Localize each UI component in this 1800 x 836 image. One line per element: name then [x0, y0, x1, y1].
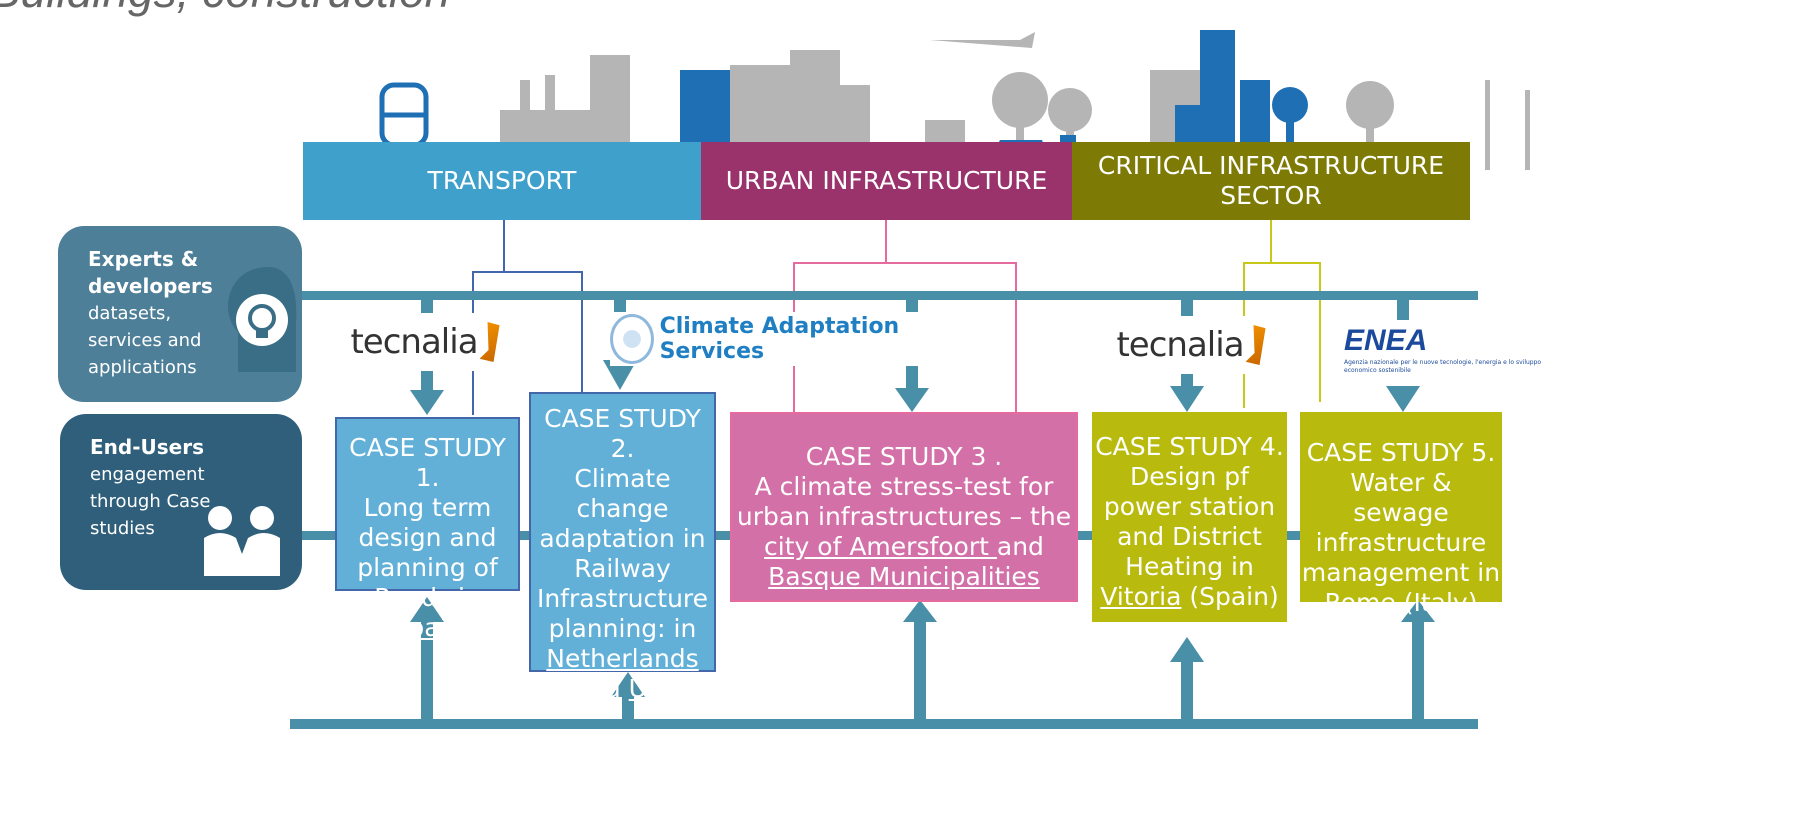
case-study-5: CASE STUDY 5. Water & sewage infrastruct… [1300, 412, 1502, 617]
case-study-3-line: city of Amersfoort and [737, 532, 1071, 562]
endusers-line-2: through Case [90, 491, 211, 512]
case-study-4-text: (Spain) [1181, 582, 1279, 611]
case-study-5-link-rome[interactable]: Rome [1324, 588, 1396, 617]
case-study-3-line: urban infrastructures – the [736, 502, 1072, 531]
case-study-5-line: Rome (Italy) [1300, 588, 1502, 618]
cas-logo-text: Climate Adaptation Services [659, 314, 900, 364]
tecnalia-mark-icon [1245, 325, 1266, 365]
experts-line-1: datasets, [88, 303, 172, 324]
case-study-4-line: Heating in [1125, 552, 1254, 581]
case-study-1-link-spain[interactable]: Spain [392, 613, 463, 642]
case-study-1-line: design and [358, 523, 497, 552]
case-study-4-line: and District [1117, 522, 1262, 551]
case-study-2-line: planning: in [548, 614, 697, 643]
case-study-2-line: Infrastructure [536, 584, 709, 613]
tecnalia-logo-text-1: tecnalia [350, 322, 478, 362]
sector-urban-infrastructure: URBAN INFRASTRUCTURE [701, 142, 1072, 220]
handshake-people-icon [204, 506, 280, 576]
experts-title-2: developers [88, 274, 213, 298]
sector-transport: TRANSPORT [303, 142, 701, 220]
sector-critical-infrastructure: CRITICAL INFRASTRUCTURE SECTOR [1072, 142, 1470, 220]
case-study-5-text: (Italy) [1395, 588, 1478, 617]
case-study-1-text: Roads in [374, 583, 481, 612]
enea-logo-text: ENEA [1344, 324, 1428, 357]
case-study-1-line: Roads in Spain [337, 583, 518, 643]
case-study-5-line: Water & sewage [1350, 468, 1452, 527]
case-study-2: CASE STUDY 2. Climate change adaptation … [529, 392, 716, 703]
case-study-5-title: CASE STUDY 5. [1306, 438, 1496, 467]
end-users-box: End-Users engagement through Case studie… [60, 414, 302, 590]
climate-adaptation-services-logo: Climate Adaptation Services [610, 312, 960, 366]
globe-icon [610, 314, 654, 364]
experts-developers-box: Experts & developers datasets, services … [58, 226, 302, 402]
lightbulb-head-icon [228, 267, 297, 372]
endusers-line-1: engagement [90, 464, 205, 485]
case-study-5-line: infrastructure [1315, 528, 1487, 557]
case-study-4-line: power station [1103, 492, 1276, 521]
experts-line-3: applications [88, 357, 197, 378]
case-study-2-link-netherlands[interactable]: Netherlands [546, 644, 699, 673]
case-study-3: CASE STUDY 3 . A climate stress-test for… [730, 412, 1078, 602]
case-study-2-line: and UK. [531, 674, 714, 704]
case-study-1-line: planning of [357, 553, 498, 582]
page-heading: Buildings, construction [0, 0, 450, 18]
endusers-title: End-Users [90, 435, 204, 459]
case-study-5-line: management in [1301, 558, 1501, 587]
case-study-2-line: adaptation in [539, 524, 706, 553]
case-study-2-line: change [576, 494, 669, 523]
enea-logo-subtext: Agenzia nazionale per le nuove tecnologi… [1344, 359, 1542, 374]
case-study-3-title: CASE STUDY 3 . [805, 442, 1003, 471]
case-study-4-link-vitoria[interactable]: Vitoria [1100, 582, 1182, 611]
case-study-4-line: Design pf [1130, 462, 1249, 491]
case-study-2-line: Railway [574, 554, 671, 583]
case-study-1-line: Long term [363, 493, 492, 522]
case-study-4: CASE STUDY 4. Design pf power station an… [1092, 412, 1287, 622]
case-study-4-line: Vitoria (Spain) [1095, 582, 1284, 612]
case-study-2-title: CASE STUDY 2. [544, 404, 701, 463]
case-study-2-text: and [573, 674, 629, 703]
experts-title: Experts & [88, 247, 199, 271]
case-study-3-line: A climate stress-test for [754, 472, 1054, 501]
enea-logo: ENEA Agenzia nazionale per le nuove tecn… [1336, 320, 1572, 386]
experts-line-2: services and [88, 330, 202, 351]
case-study-3-link-amersfoort[interactable]: city of Amersfoort [764, 532, 997, 561]
case-study-3-text: and [996, 532, 1044, 561]
tecnalia-mark-icon [479, 322, 500, 362]
case-study-3-link-basque[interactable]: Basque Municipalities [768, 562, 1040, 591]
tecnalia-logo-1: tecnalia [348, 313, 502, 371]
tecnalia-logo-2: tecnalia [1114, 316, 1268, 374]
case-study-1-title: CASE STUDY 1. [349, 433, 506, 492]
endusers-line-3: studies [90, 518, 155, 539]
tecnalia-logo-text-2: tecnalia [1116, 325, 1244, 365]
case-study-1: CASE STUDY 1. Long term design and plann… [335, 417, 520, 642]
case-study-2-link-uk[interactable]: UK. [628, 674, 672, 703]
case-study-4-title: CASE STUDY 4. [1095, 432, 1284, 461]
case-study-2-line: Climate [574, 464, 671, 493]
